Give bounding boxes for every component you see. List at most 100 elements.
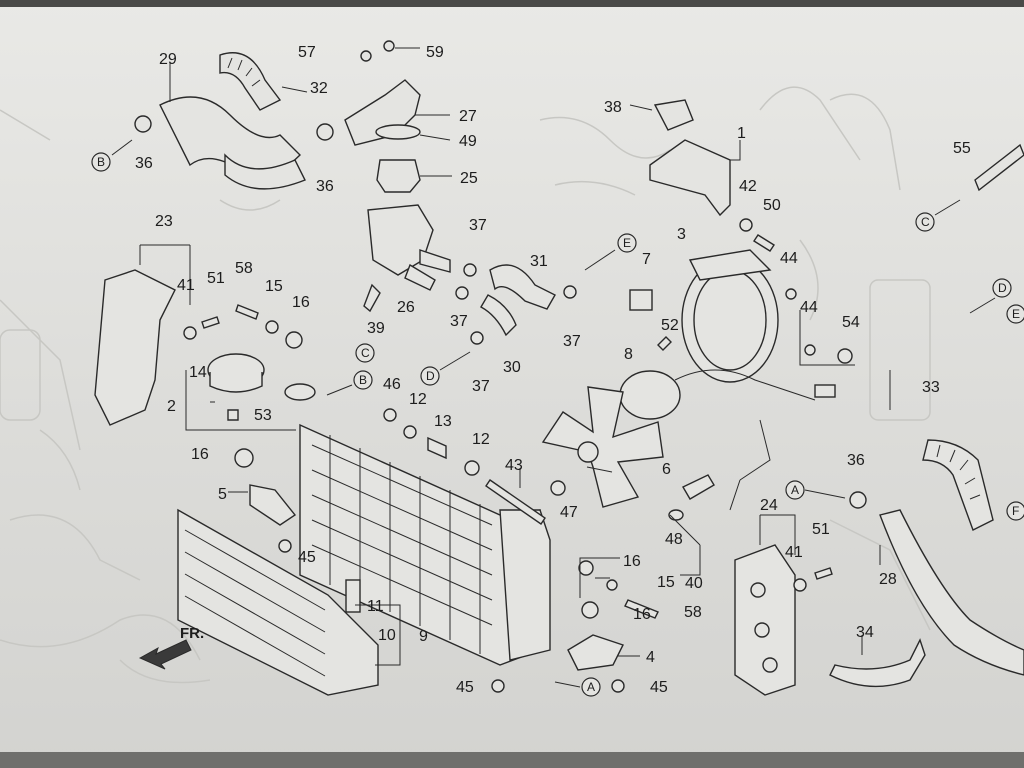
bolt-57 — [360, 50, 372, 62]
part-callout: 9 — [419, 628, 428, 645]
part-callout: 45 — [456, 679, 474, 696]
hose-33 — [922, 439, 994, 531]
part-callout: 44 — [800, 299, 818, 316]
grommet-16-left — [234, 448, 254, 468]
ref-circle — [1006, 501, 1024, 521]
fan-hub — [577, 441, 599, 463]
part-callout: 36 — [135, 155, 153, 172]
ref-letter-b-top: B — [97, 155, 105, 169]
part-callout: 29 — [159, 51, 177, 68]
front-arrow-shape — [138, 639, 192, 670]
reference-markers: B C E D C B D E F A — [91, 139, 1024, 697]
filler-neck — [284, 383, 316, 401]
ref-circle — [420, 366, 440, 386]
part-callout: 14 — [189, 364, 207, 381]
part-callout: 34 — [856, 624, 874, 641]
part-callout: 32 — [310, 80, 328, 97]
part-callout: 15 — [265, 278, 283, 295]
part-callout: 31 — [530, 253, 548, 270]
radiator-cover-23 — [94, 269, 176, 426]
fan-wiring — [674, 369, 816, 511]
part-callout: 16 — [292, 294, 310, 311]
hose-55 — [974, 143, 1024, 192]
part-callout: 25 — [460, 170, 478, 187]
grommet-16-low — [581, 601, 599, 619]
collar-15-mid — [606, 579, 618, 591]
part-callout: 41 — [177, 277, 195, 294]
part-callout: 23 — [155, 213, 173, 230]
collar-15-upper — [265, 320, 279, 334]
bolt-52 — [657, 336, 672, 351]
page-top-shadow — [0, 0, 1024, 7]
leader-lines — [139, 47, 891, 666]
ref-letter-d-mid: D — [426, 369, 435, 383]
part-callout: 44 — [780, 250, 798, 267]
fan-shroud-inner — [693, 269, 767, 371]
rubber-7 — [629, 289, 653, 311]
part-callout: 24 — [760, 497, 778, 514]
part-callout: 36 — [847, 452, 865, 469]
part-callout: 37 — [450, 313, 468, 330]
part-callout: 2 — [167, 398, 176, 415]
ref-letter-b-mid: B — [359, 373, 367, 387]
nut-45-left — [278, 539, 292, 553]
hose-clamp-36-right — [849, 491, 867, 509]
nut-45-bottom — [491, 679, 505, 693]
nut-42 — [739, 218, 753, 232]
collar-41-left — [183, 326, 197, 340]
hose-29 — [159, 96, 301, 176]
part-callout: 49 — [459, 133, 477, 150]
hose-clamp-36-mid — [316, 123, 334, 141]
ref-circle — [992, 278, 1012, 298]
part-callout: 28 — [879, 571, 897, 588]
foam-11 — [345, 579, 361, 613]
bolt-51-left — [201, 316, 220, 329]
part-callout: 53 — [254, 407, 272, 424]
clamp-37-d — [470, 331, 484, 345]
part-callout: 37 — [472, 378, 490, 395]
ref-letter-c-mid: C — [361, 346, 370, 360]
clamp-37-b — [455, 286, 469, 300]
part-callout: 16 — [623, 553, 641, 570]
part-callouts: 29 32 57 59 27 49 36 36 25 38 1 42 50 55… — [135, 44, 971, 696]
cover-24-hole-3 — [762, 657, 778, 673]
part-callout: 52 — [661, 317, 679, 334]
grommet-16-upper — [285, 331, 303, 349]
grill-slats — [184, 529, 326, 677]
part-callout: 36 — [316, 178, 334, 195]
part-callout: 51 — [812, 521, 830, 538]
bracket-1 — [649, 139, 731, 217]
grommet-16-mid — [578, 560, 594, 576]
part-callout: 48 — [665, 531, 683, 548]
bleed-through-background — [0, 86, 931, 684]
part-callout: 37 — [469, 217, 487, 234]
ref-letter-d-right: D — [998, 281, 1007, 295]
nut-44-lower — [804, 344, 816, 356]
collar-13 — [427, 436, 447, 460]
part-callout: 57 — [298, 44, 316, 61]
bolt-50 — [753, 234, 775, 252]
part-callout: 46 — [383, 376, 401, 393]
radiator-cap-skirt — [209, 372, 263, 393]
relay-38 — [653, 99, 694, 131]
cover-24-hole-1 — [750, 582, 766, 598]
bolt-43 — [485, 479, 546, 525]
collar-41-right — [793, 578, 807, 592]
ref-letter-e-right: E — [1012, 307, 1020, 321]
nut-54 — [837, 348, 853, 364]
hose-28 — [879, 509, 1024, 676]
part-callout: 15 — [657, 574, 675, 591]
part-callout: 58 — [235, 260, 253, 277]
ref-letter-c-right: C — [921, 215, 930, 229]
part-callout: 30 — [503, 359, 521, 376]
ref-circle — [353, 370, 373, 390]
collar-46 — [383, 408, 397, 422]
ref-circle — [355, 343, 375, 363]
part-callout: 47 — [560, 504, 578, 521]
part-callout: 27 — [459, 108, 477, 125]
ref-circle — [617, 233, 637, 253]
connector — [814, 384, 836, 398]
ref-letter-a-bottom: A — [587, 680, 595, 694]
part-callout: 38 — [604, 99, 622, 116]
part-callout: 16 — [191, 446, 209, 463]
